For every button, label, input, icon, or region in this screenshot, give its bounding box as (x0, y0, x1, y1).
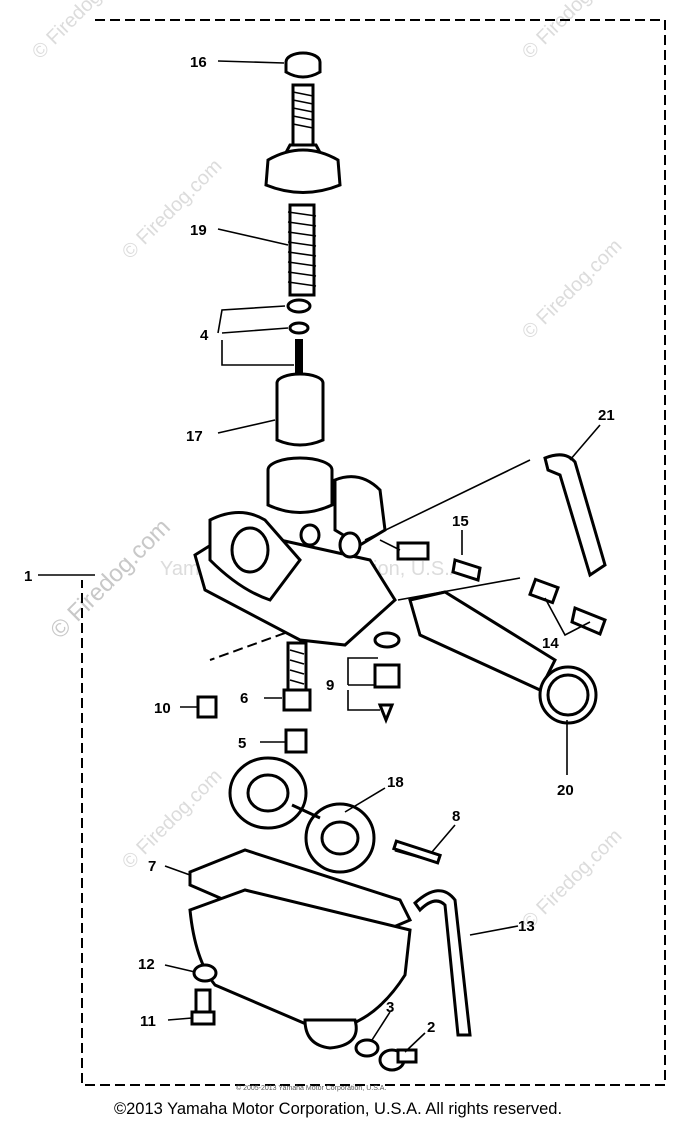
part-10-pilot-jet (196, 695, 218, 719)
callout-8: 8 (452, 808, 460, 825)
leader-13 (469, 925, 519, 936)
leader-21 (569, 424, 601, 461)
part-16-nut (284, 51, 322, 79)
float-chamber-bowl (188, 888, 412, 1050)
leader-8 (431, 824, 456, 853)
watermark-mid-right: © Firedog.com (518, 235, 627, 344)
callout-15: 15 (452, 513, 469, 530)
callout-10: 10 (154, 700, 171, 717)
callout-1: 1 (24, 568, 32, 585)
part-9-jet-assembly (373, 631, 401, 725)
leader-3 (371, 1011, 391, 1041)
leader-19 (217, 228, 289, 246)
callout-11: 11 (140, 1013, 156, 1030)
leader-18 (344, 787, 386, 813)
part-11-screw (190, 988, 216, 1026)
callout-21: 21 (598, 407, 615, 424)
watermark-top-left: © Firedog.com (28, 0, 137, 64)
assembly-frame (81, 19, 666, 1086)
callout-13: 13 (518, 918, 535, 935)
callout-18: 18 (387, 774, 404, 791)
callout-2: 2 (427, 1019, 435, 1036)
watermark-left-large: © Firedog.com (45, 514, 176, 645)
leader-10-dash (209, 632, 286, 661)
leader-2 (404, 1032, 426, 1053)
callout-9: 9 (326, 677, 334, 694)
leader-21-body (364, 459, 531, 541)
callout-17: 17 (186, 428, 203, 445)
leader-17 (217, 419, 276, 434)
leader-9 (347, 657, 380, 711)
callout-labels: 1 2 3 4 5 6 7 8 9 10 11 12 13 14 15 16 1… (24, 54, 615, 1036)
callout-19: 19 (190, 222, 207, 239)
leader-11 (167, 1017, 193, 1021)
part-18-float (228, 756, 376, 874)
callout-14: 14 (542, 635, 559, 652)
leader-16 (217, 60, 285, 64)
callout-4: 4 (200, 327, 209, 344)
carburetor-body (193, 456, 397, 647)
part-20-starter-plunger (408, 590, 598, 725)
callout-16: 16 (190, 54, 207, 71)
callout-7: 7 (148, 858, 156, 875)
part-8-float-pin (391, 839, 443, 865)
leader-14 (544, 597, 591, 637)
leader-12 (164, 964, 196, 973)
callout-5: 5 (238, 735, 246, 752)
footer-copyright: ©2013 Yamaha Motor Corporation, U.S.A. A… (113, 1100, 563, 1118)
part-21-vent-pipe (543, 453, 607, 578)
part-6-needle-jet (282, 641, 312, 712)
part-5-jet-holder (284, 728, 308, 754)
watermark-mid-left: © Firedog.com (118, 155, 227, 264)
leader-20-body (397, 577, 521, 601)
callout-20: 20 (557, 782, 574, 799)
part-14-screw (528, 577, 607, 637)
part-15-screw (396, 541, 482, 582)
callout-12: 12 (138, 956, 155, 973)
mixing-chamber-top (264, 83, 342, 194)
part-19-spring (287, 203, 317, 297)
leader-4 (217, 305, 294, 366)
leader-7 (164, 865, 191, 876)
callout-3: 3 (386, 999, 394, 1016)
part-3-washer (354, 1038, 380, 1058)
callout-6: 6 (240, 690, 248, 707)
watermark-top-right: © Firedog.com (518, 0, 627, 64)
part-13-drain-hose (413, 889, 472, 1037)
leader-15 (379, 530, 463, 555)
watermark-lower-left: © Firedog.com (118, 765, 227, 874)
part-17-throttle-valve (275, 372, 325, 447)
overlay-copyright: © 2005-2013 Yamaha Motor Corporation, U.… (236, 1084, 386, 1092)
part-4-needle-clips (286, 298, 312, 381)
part-2-drain-screw (378, 1048, 418, 1072)
part-12-washer (192, 963, 218, 983)
